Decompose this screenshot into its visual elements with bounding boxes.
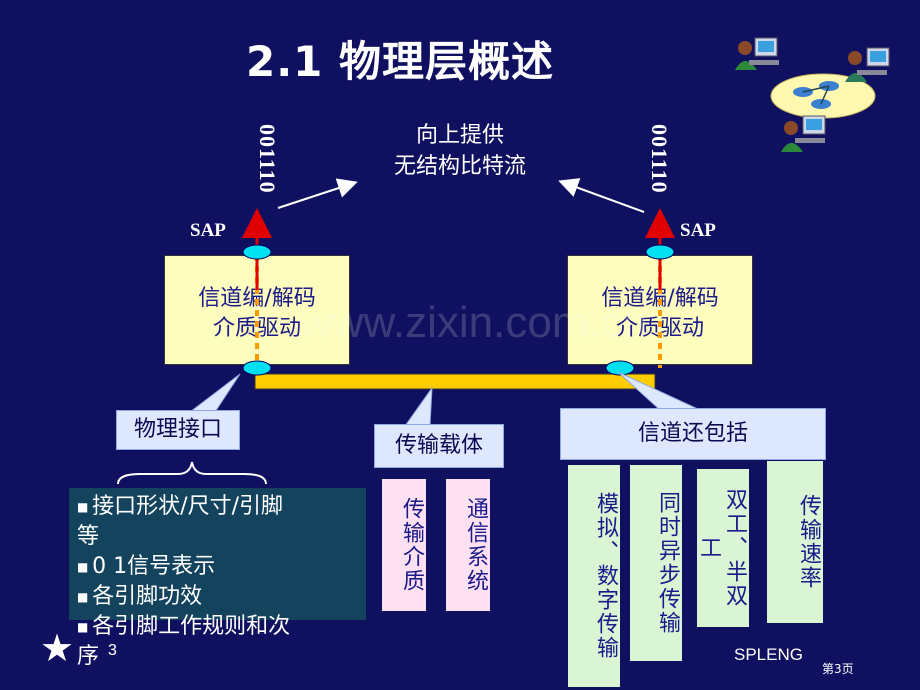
- arrow-right-to-label: [558, 178, 645, 213]
- carrier-callout: 传输载体: [374, 424, 504, 468]
- list-item: 各引脚工作规则和次: [77, 612, 360, 642]
- page-number: 第3页: [822, 662, 854, 676]
- interface-oval-right: [605, 360, 635, 376]
- interface-oval-left: [242, 360, 272, 376]
- list-item: 接口形状/尺寸/引脚: [77, 492, 360, 522]
- list-item-continuation: 序: [77, 644, 100, 669]
- arrow-left-to-label: [277, 178, 358, 209]
- physical-interface-callout: 物理接口: [116, 410, 240, 450]
- center-label-line1: 向上提供: [415, 123, 504, 148]
- center-label-line2: 无结构比特流: [393, 154, 526, 179]
- sap-oval-right: [645, 244, 675, 260]
- computer-user-icon: [781, 115, 826, 152]
- list-item: 各引脚功效: [77, 582, 360, 612]
- slide-number-small: 3: [108, 642, 117, 659]
- list-item: 0 1信号表示: [77, 552, 360, 582]
- transmission-bus: [254, 373, 656, 390]
- callout-pointer-carrier: [404, 386, 433, 427]
- sap-label-right: SAP: [680, 220, 716, 241]
- brand-label: SPLENG: [734, 645, 803, 664]
- sap-label-left: SAP: [190, 220, 226, 241]
- channel-card-analog-digital: 模拟、数字传输: [568, 465, 620, 687]
- channel-card-duplex: 双工、半双工: [696, 469, 749, 627]
- bitstream-left: 001110: [255, 124, 280, 194]
- carrier-card-system: 通信系统: [446, 479, 490, 611]
- computer-user-icon: [735, 37, 779, 70]
- watermark: www.zixin.com.cn: [300, 298, 648, 347]
- sap-oval-left: [242, 244, 272, 260]
- router-icon: [793, 81, 839, 109]
- callout-pointer-channel: [617, 371, 701, 411]
- bitstream-right: 001110: [647, 124, 672, 194]
- callout-pointer-interface: [188, 373, 241, 413]
- channel-includes-callout: 信道还包括: [560, 408, 826, 460]
- brace-bracket: [117, 461, 267, 485]
- channel-card-sync-async: 同时异步传输: [630, 465, 682, 661]
- upward-service-label: 向上提供 无结构比特流: [360, 120, 560, 182]
- interface-details-list: 接口形状/尺寸/引脚 等 0 1信号表示 各引脚功效 各引脚工作规则和次 序: [69, 488, 366, 669]
- list-item-continuation: 等: [77, 524, 100, 549]
- carrier-card-medium: 传输介质: [382, 479, 426, 611]
- star-icon: ★: [40, 626, 75, 670]
- channel-card-rate: 传输速率: [767, 461, 823, 623]
- slide-title: 2.1 物理层概述: [245, 37, 555, 86]
- network-illustration: [735, 37, 890, 152]
- computer-user-icon: [845, 47, 890, 82]
